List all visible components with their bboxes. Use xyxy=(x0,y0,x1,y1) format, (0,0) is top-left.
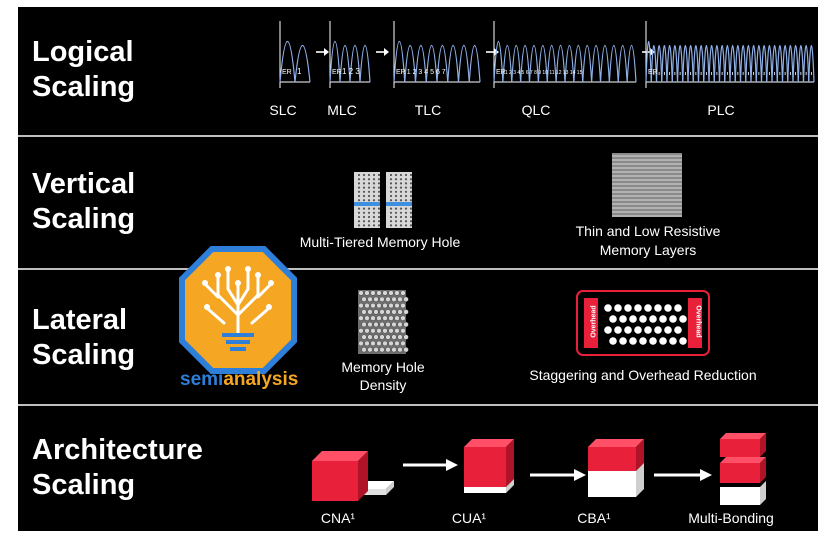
distribution-cell-plc: ER xyxy=(645,21,815,88)
overhead-text-right: Overhead xyxy=(694,305,702,338)
semianalysis-logo xyxy=(179,246,297,374)
label-cua: CUA¹ xyxy=(451,510,487,526)
overhead-label-right: Overhead xyxy=(693,303,703,343)
semianalysis-wordmark: semianalysis xyxy=(180,369,310,391)
svg-text:ER: ER xyxy=(496,69,506,76)
architecture-diagram xyxy=(312,433,766,505)
svg-text:ER: ER xyxy=(282,69,292,76)
row-title-lateral: Lateral Scaling xyxy=(32,304,136,371)
label-memory-hole-density-line1: Memory Hole xyxy=(341,359,425,375)
label-cna: CNA¹ xyxy=(320,510,356,526)
wordmark-semi: semi xyxy=(180,369,224,390)
cua-block xyxy=(464,439,514,493)
svg-text:1 2 3 4 5 6 7: 1 2 3 4 5 6 7 xyxy=(407,69,446,76)
label-staggering: Staggering and Overhead Reduction xyxy=(529,367,757,383)
slide: Logical Scaling Vertical Scaling Lateral… xyxy=(18,7,818,531)
label-mlc: MLC xyxy=(327,102,357,118)
cna-block xyxy=(312,451,394,501)
wordmark-analysis: analysis xyxy=(223,369,299,390)
label-tlc: TLC xyxy=(414,102,442,118)
label-thin-layers-line2: Memory Layers xyxy=(599,242,697,258)
memory-hole-density-image xyxy=(358,290,409,354)
row-title-architecture: Architecture Scaling xyxy=(32,434,203,501)
overhead-text-left: Overhead xyxy=(590,305,598,338)
svg-text:1 2 3 4 5 6 7 8 9 10 11 12 13: 1 2 3 4 5 6 7 8 9 10 11 12 13 14 15 xyxy=(505,70,583,76)
multi-tiered-memory-hole-image xyxy=(354,172,413,228)
svg-text:ER: ER xyxy=(332,69,342,76)
distribution-cell-slc: ER 1 xyxy=(279,21,311,88)
overhead-label-left: Overhead xyxy=(589,303,599,343)
row-separator xyxy=(18,135,818,137)
label-memory-hole-density-line2: Density xyxy=(359,377,407,393)
svg-text:1: 1 xyxy=(297,67,302,76)
label-thin-layers-line1: Thin and Low Resistive xyxy=(575,223,721,239)
svg-text:ER: ER xyxy=(648,69,658,76)
row-separator xyxy=(18,404,818,406)
label-multi-tiered-memory-hole: Multi-Tiered Memory Hole xyxy=(299,234,461,250)
label-slc: SLC xyxy=(269,102,297,118)
multi-bonding-block xyxy=(720,433,766,505)
label-multi-bonding: Multi-Bonding xyxy=(688,510,774,526)
svg-text:ER: ER xyxy=(396,69,406,76)
row-separator xyxy=(18,268,818,270)
cba-block xyxy=(588,439,644,497)
thin-memory-layers-image xyxy=(612,153,682,217)
label-cba: CBA¹ xyxy=(577,510,611,526)
label-qlc: QLC xyxy=(521,102,551,118)
row-title-logical-text: Logical Scaling xyxy=(32,36,136,103)
row-title-logical: Logical Scaling xyxy=(32,35,232,105)
row-title-vertical: Vertical Scaling xyxy=(32,168,136,235)
svg-text:1 2 3: 1 2 3 xyxy=(342,67,360,76)
label-plc: PLC xyxy=(707,102,735,118)
staggering-diagram xyxy=(576,290,710,356)
